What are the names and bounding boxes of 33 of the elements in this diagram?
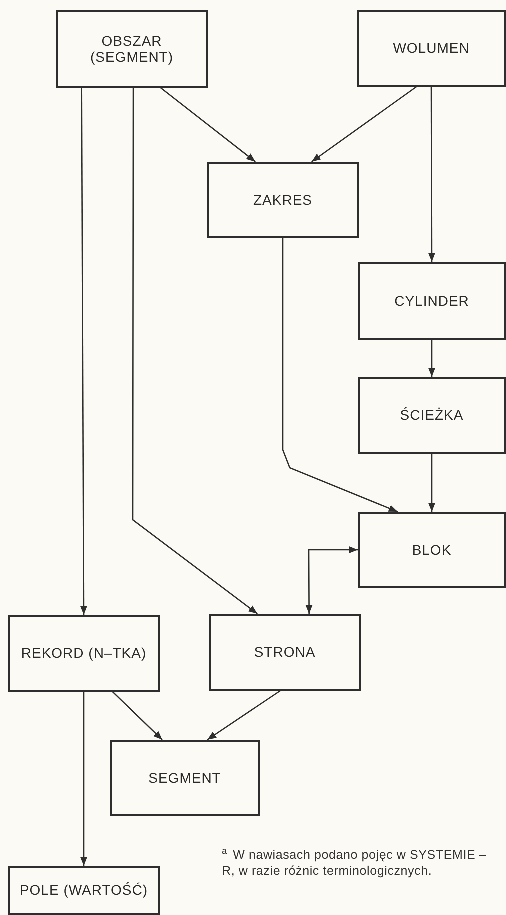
box-label: ŚCIEŻKA [399,407,465,424]
box-label: CYLINDER [394,292,470,310]
arrow [282,238,398,513]
box-label: POLE (WARTOŚĆ) [18,882,150,899]
arrow [312,86,417,163]
arrow [132,88,258,615]
process-box [56,10,208,88]
arrow [160,87,256,163]
box-label: BLOK [411,542,453,558]
process-box [110,740,260,816]
box-label: STRONA [253,644,317,661]
process-box [357,10,506,87]
arrow [80,692,88,866]
box-label: REKORD (N–TKA) [20,645,148,662]
process-box [207,162,359,238]
arrow [428,340,436,377]
arrow [306,546,358,614]
arrow [207,690,281,741]
process-box [358,262,506,340]
process-box [8,866,160,915]
box-label: ZAKRES [252,192,314,208]
arrow [112,692,163,740]
arrow [428,454,436,512]
arrow [428,87,436,262]
footnote: $^{a}$ W nawiasach podano pojęc w SYSTEMIE – R, w razie różnic terminologicznych. [222,846,488,880]
process-box [358,377,506,454]
process-box [209,614,361,691]
process-box [358,512,506,588]
box-label: SEGMENT [148,770,222,786]
process-box [8,615,160,692]
arrow [80,88,88,615]
box-label: OBSZAR (SEGMENT) [89,32,175,66]
box-label: WOLUMEN [392,40,471,57]
